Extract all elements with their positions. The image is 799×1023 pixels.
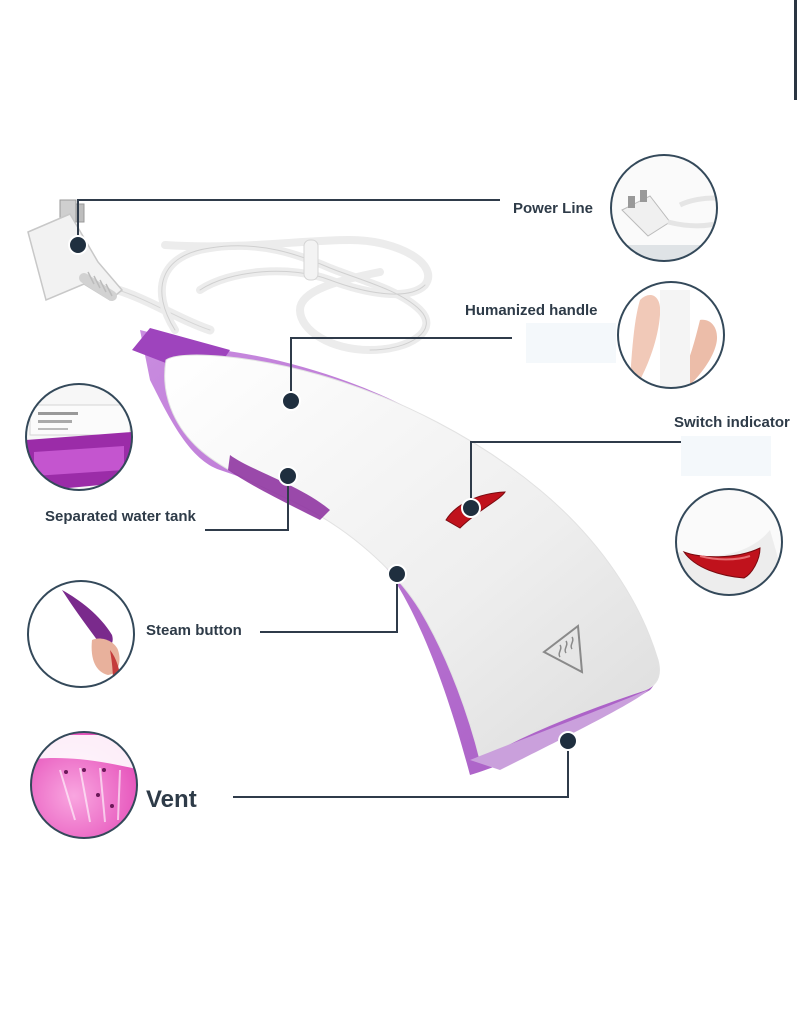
- switch-indicator-detail-circle: [675, 488, 783, 596]
- leader-lines: [77, 199, 681, 798]
- plug-icon: [27, 199, 124, 302]
- label-vent: Vent: [146, 786, 197, 813]
- steam-button-icon: [27, 580, 135, 688]
- label-backing: [681, 436, 771, 476]
- water-tank-icon: [25, 383, 133, 491]
- power-line-detail-circle: [610, 154, 718, 262]
- leader-dots: [68, 235, 578, 751]
- label-switch-indicator: Switch indicator: [674, 414, 790, 431]
- vent-icon: [30, 731, 138, 839]
- steamer-body: [132, 328, 660, 775]
- label-humanized-handle: Humanized handle: [465, 302, 598, 319]
- steam-warning-icon: [542, 624, 584, 674]
- power-cord: [113, 235, 433, 355]
- label-power-line: Power Line: [513, 200, 594, 217]
- hand-icon: [617, 281, 725, 389]
- label-separated-water-tank: Separated water tank: [45, 508, 196, 525]
- edge-bar: [794, 0, 797, 100]
- label-steam-button: Steam button: [146, 622, 242, 639]
- label-backing: [526, 323, 616, 363]
